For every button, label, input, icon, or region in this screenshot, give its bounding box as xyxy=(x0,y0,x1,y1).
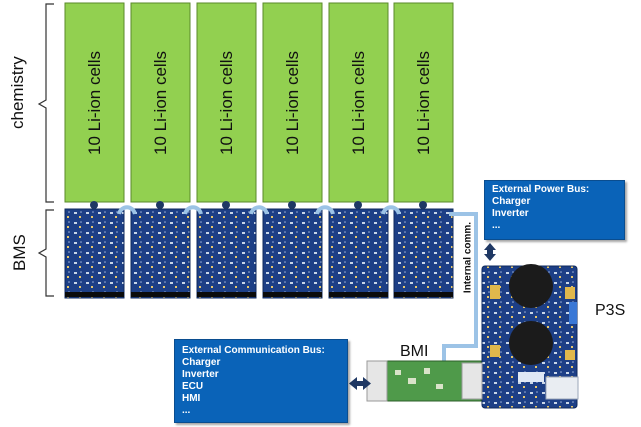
comm-bus-item: Inverter xyxy=(182,369,219,380)
cell-label: 10 Li-ion cells xyxy=(216,50,236,155)
bms-boards xyxy=(64,208,454,299)
cell-block xyxy=(262,2,323,203)
power-bus-item: Charger xyxy=(492,196,531,207)
bmi-module xyxy=(366,360,483,402)
bms-board xyxy=(196,208,257,299)
cell-block xyxy=(64,2,125,203)
internal-comm-label: Internal comm. xyxy=(462,221,474,294)
bmi-label: BMI xyxy=(400,343,429,360)
cell-block xyxy=(196,2,257,203)
chemistry-bracket xyxy=(37,3,54,203)
comm-bus-arrow xyxy=(349,377,371,390)
cell-label: 10 Li-ion cells xyxy=(348,50,368,155)
bms-board xyxy=(262,208,323,299)
cell-label: 10 Li-ion cells xyxy=(84,50,104,155)
comm-bus-title: External Communication Bus: xyxy=(182,345,325,356)
chemistry-label: chemistry xyxy=(8,56,27,129)
bms-board xyxy=(130,208,191,299)
external-power-bus-box: External Power Bus: Charger Inverter ... xyxy=(484,180,625,240)
bms-board xyxy=(393,208,454,299)
power-bus-title: External Power Bus: xyxy=(492,184,590,195)
cell-board-connectors xyxy=(90,201,427,209)
p3s-label: P3S xyxy=(595,302,626,319)
comm-bus-item: ECU xyxy=(182,381,204,392)
power-bus-item: ... xyxy=(492,220,501,231)
p3s-board xyxy=(481,264,579,409)
cell-block xyxy=(130,2,191,203)
cell-block xyxy=(328,2,389,203)
comm-bus-item: Charger xyxy=(182,357,221,368)
cell-blocks xyxy=(64,2,454,203)
cell-block xyxy=(393,2,454,203)
bms-bracket xyxy=(37,209,54,297)
external-comm-bus-box: External Communication Bus: Charger Inve… xyxy=(174,339,348,423)
comm-bus-item: ... xyxy=(182,405,191,416)
cell-label: 10 Li-ion cells xyxy=(282,50,302,155)
power-bus-item: Inverter xyxy=(492,208,529,219)
comm-bus-item: HMI xyxy=(182,393,201,404)
cell-label: 10 Li-ion cells xyxy=(150,50,170,155)
cell-label: 10 Li-ion cells xyxy=(413,50,433,155)
bms-label: BMS xyxy=(10,234,29,271)
bms-board xyxy=(64,208,125,299)
daisy-chain-links xyxy=(117,205,401,215)
bms-board xyxy=(328,208,389,299)
power-bus-arrow xyxy=(484,243,496,261)
internal-comm-line xyxy=(442,212,478,362)
